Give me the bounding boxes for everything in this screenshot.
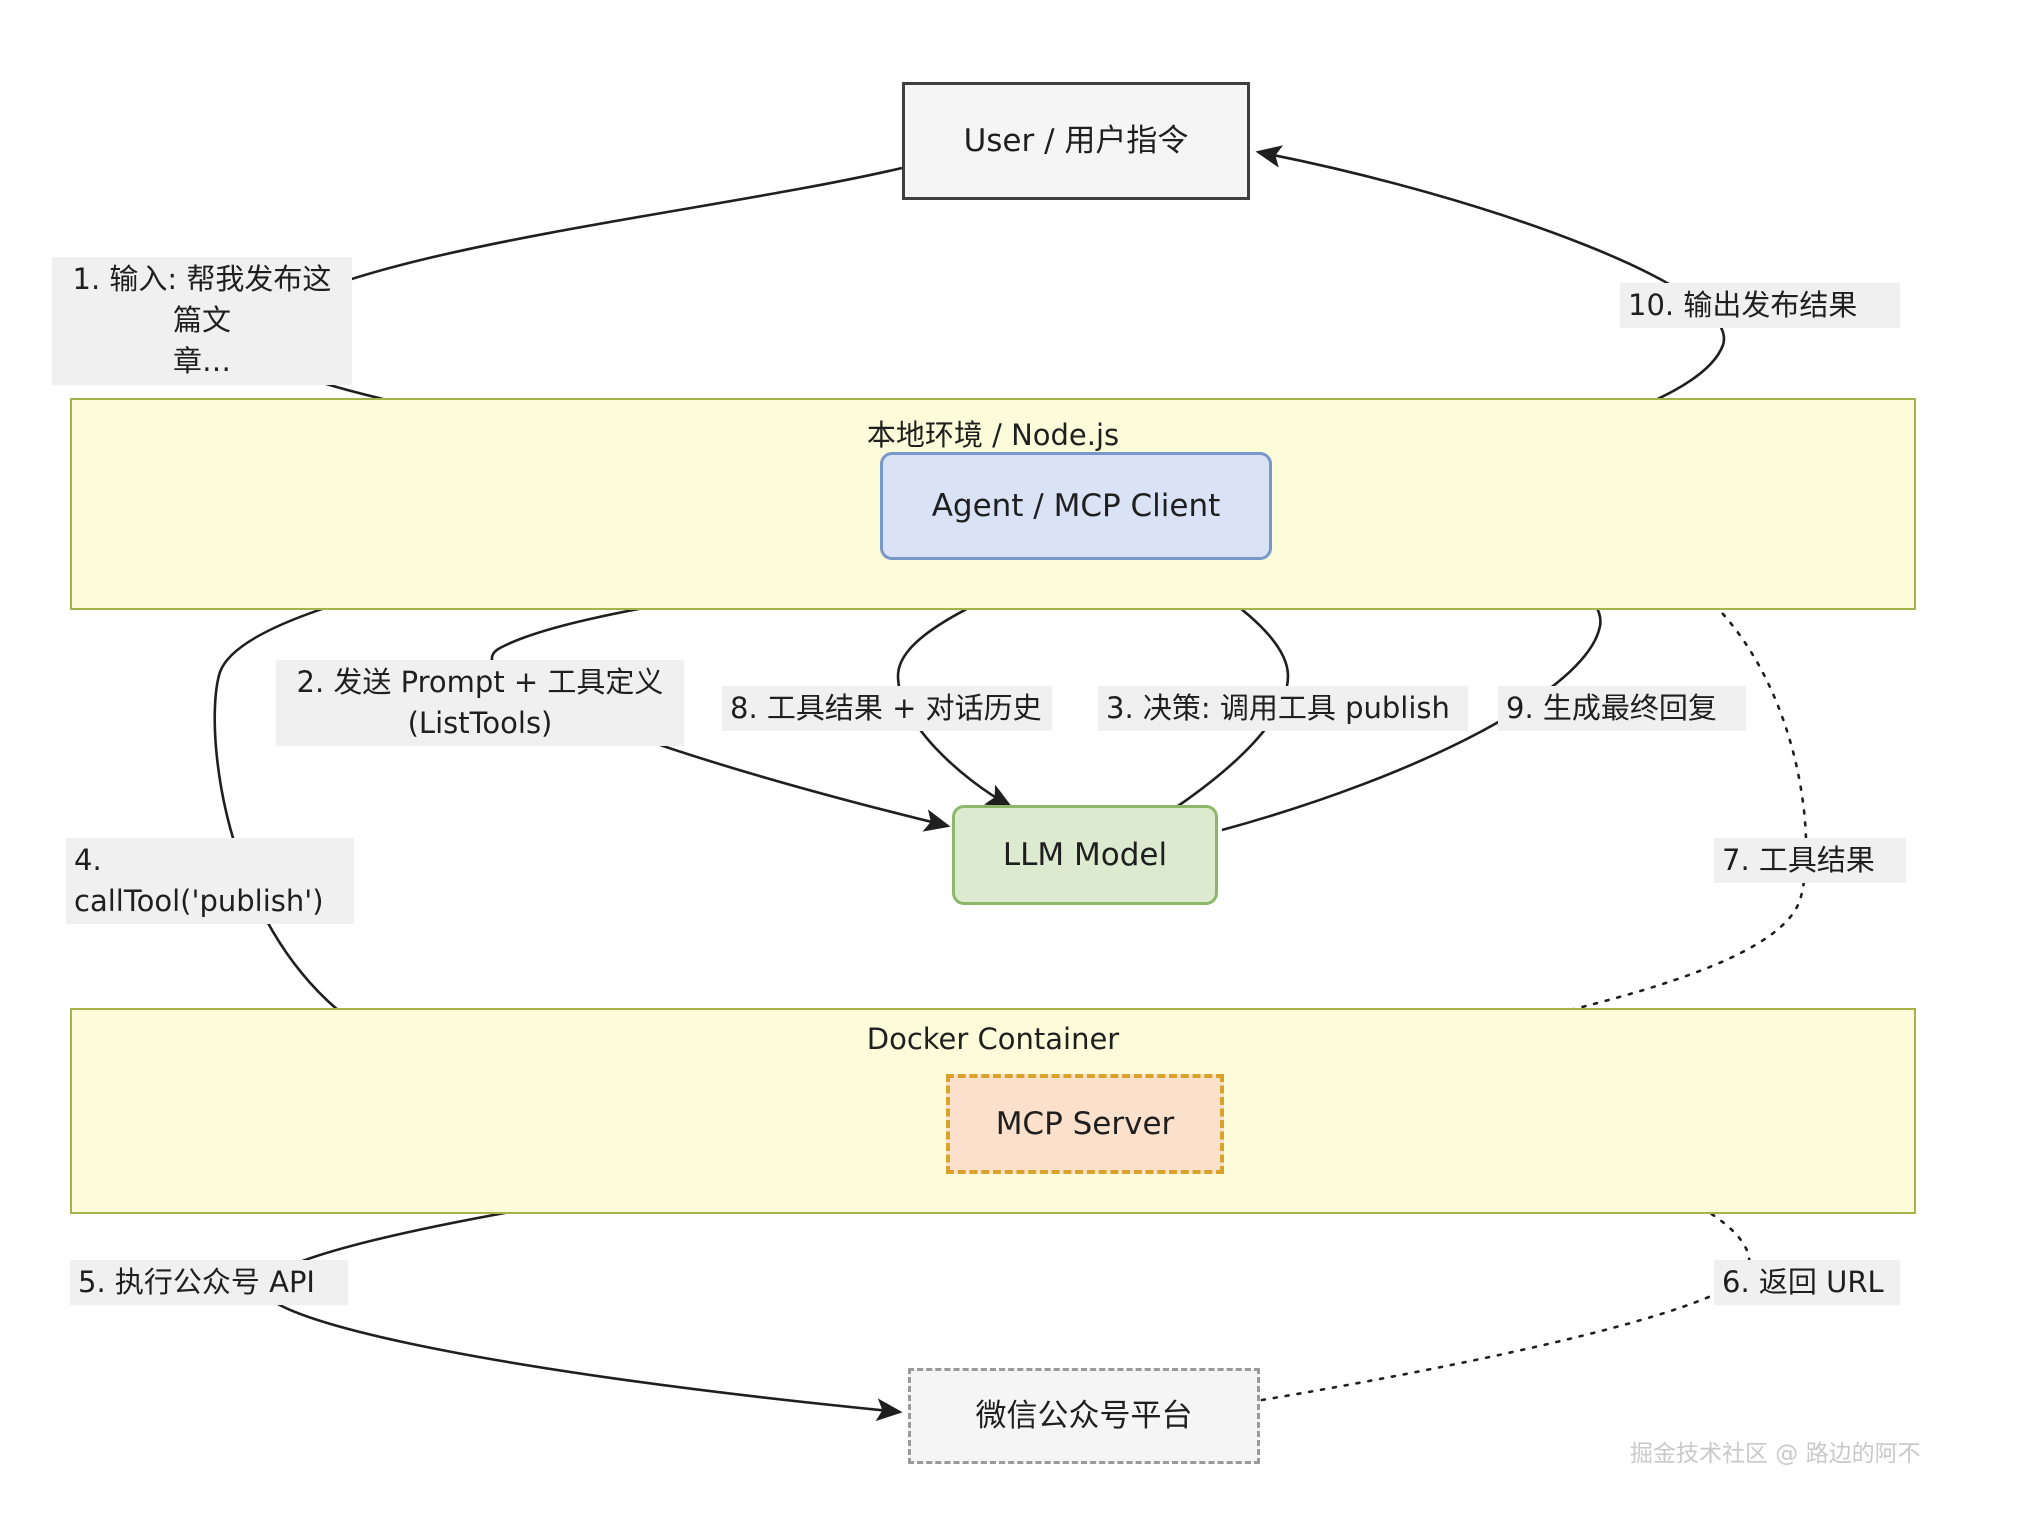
edge-label-9: 9. 生成最终回复	[1498, 686, 1746, 732]
edge-label-10: 10. 输出发布结果	[1620, 283, 1900, 329]
node-wechat-label: 微信公众号平台	[975, 1397, 1193, 1434]
edge-label-6: 6. 返回 URL	[1714, 1260, 1900, 1306]
node-mcp-server[interactable]: MCP Server	[946, 1074, 1224, 1174]
node-llm-label: LLM Model	[1002, 836, 1168, 873]
edge-label-7: 7. 工具结果	[1714, 838, 1906, 884]
node-agent-mcp-client[interactable]: Agent / MCP Client	[880, 452, 1272, 560]
edge-label-1: 1. 输入: 帮我发布这篇文 章…	[52, 257, 352, 385]
edge-6-path	[1229, 1128, 1751, 1402]
watermark: 掘金技术社区 @ 路边的阿不	[1630, 1441, 1921, 1467]
edge-label-5: 5. 执行公众号 API	[70, 1260, 348, 1306]
edge-label-3: 3. 决策: 调用工具 publish	[1098, 686, 1468, 732]
edge-label-4: 4. callTool('publish')	[66, 838, 354, 925]
node-llm-model[interactable]: LLM Model	[952, 805, 1218, 905]
node-wechat-platform[interactable]: 微信公众号平台	[908, 1368, 1260, 1464]
group-local-title: 本地环境 / Node.js	[866, 418, 1120, 452]
edge-label-2: 2. 发送 Prompt + 工具定义 (ListTools)	[276, 660, 684, 747]
node-user-label: User / 用户指令	[963, 122, 1189, 159]
node-user[interactable]: User / 用户指令	[902, 82, 1250, 200]
group-docker-title: Docker Container	[866, 1022, 1120, 1056]
node-agent-label: Agent / MCP Client	[931, 487, 1221, 524]
node-mcp-server-label: MCP Server	[995, 1105, 1175, 1142]
edge-label-8: 8. 工具结果 + 对话历史	[722, 686, 1052, 732]
